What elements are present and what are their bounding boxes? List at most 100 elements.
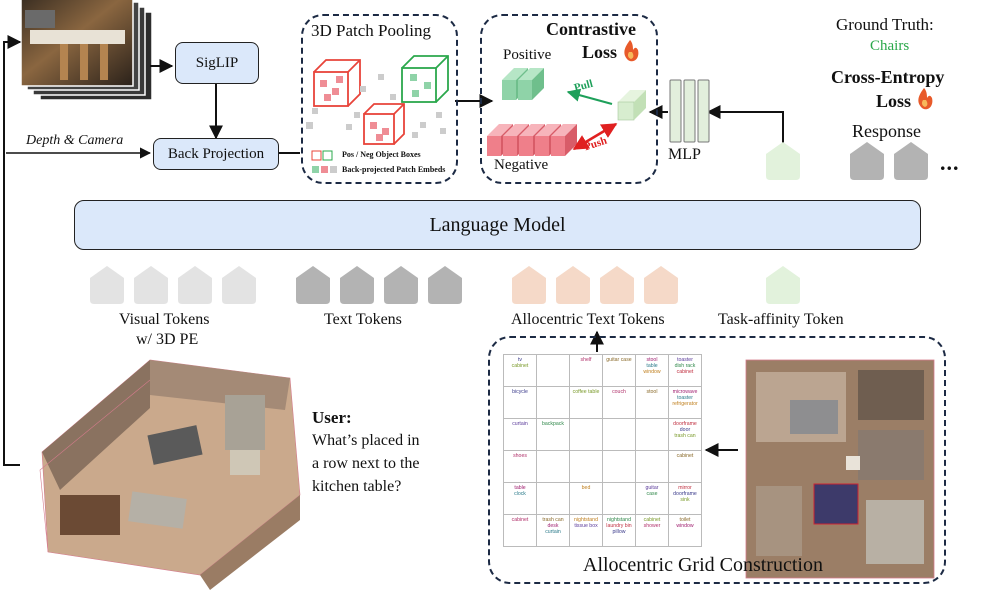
grid-cell: stool: [636, 387, 669, 419]
grid-cell-item: stool: [646, 357, 658, 363]
allocentric-token: [512, 266, 546, 304]
siglip-label: SigLIP: [195, 55, 239, 71]
visual-tokens-label: Visual Tokens: [119, 311, 210, 328]
grid-cell: cabinet: [504, 515, 537, 547]
visual-token: [90, 266, 124, 304]
grid-cell: [537, 483, 570, 515]
grid-cell: curtain: [504, 419, 537, 451]
response-token: [894, 142, 928, 180]
room-topdown-map: [745, 359, 935, 579]
cross-entropy-title-1: Cross-Entropy: [831, 67, 945, 87]
grid-cell-item: cabinet: [676, 369, 694, 376]
pooling-boxes: [313, 55, 449, 145]
mlp-layers: [669, 79, 710, 143]
anchor-embedding: [617, 90, 646, 121]
grid-cell-item: toaster: [677, 357, 693, 363]
grid-cell-item: cabinet: [643, 517, 661, 523]
visual-tokens-label-2: w/ 3D PE: [136, 331, 199, 348]
input-image-stack: [20, 0, 153, 101]
grid-cell: [603, 419, 636, 451]
patch-pooling-panel: [301, 14, 458, 184]
contrastive-title-1: Contrastive: [546, 19, 636, 39]
grid-cell: [537, 355, 570, 387]
ground-truth-value: Chairs: [870, 38, 910, 54]
allocentric-tokens-label: Allocentric Text Tokens: [511, 311, 665, 328]
text-tokens-label: Text Tokens: [324, 311, 402, 328]
flame-icon: [918, 88, 933, 110]
allocentric-token: [556, 266, 590, 304]
language-model-bar: Language Model: [74, 200, 921, 250]
grid-cell-item: sink: [680, 497, 690, 504]
visual-token: [222, 266, 256, 304]
grid-cell-item: toaster: [677, 395, 693, 402]
response-label: Response: [852, 121, 921, 141]
grid-cell-item: laundry bin: [606, 523, 632, 530]
back-projection-box: Back Projection: [153, 138, 279, 170]
user-question-line-3: kitchen table?: [312, 478, 402, 495]
grid-cell-item: desk: [547, 523, 559, 530]
depth-camera-label: Depth & Camera: [26, 133, 124, 148]
grid-cell: bed: [570, 483, 603, 515]
grid-cell-item: trash can: [674, 433, 696, 440]
grid-cell-item: table: [514, 485, 526, 491]
room-3d-render: [39, 359, 301, 590]
grid-cell: coffee table: [570, 387, 603, 419]
grid-cell: [537, 387, 570, 419]
siglip-box: SigLIP: [175, 42, 259, 84]
patch-embeds-label: Back-projected Patch Embeds: [342, 165, 446, 174]
grid-cell: cabinet: [669, 451, 702, 483]
left-loop-arrow: [3, 35, 22, 466]
grid-cell-item: guitar: [645, 485, 659, 491]
text-token: [384, 266, 418, 304]
grid-cell-item: trash can: [542, 517, 564, 523]
patch-pooling-title: 3D Patch Pooling: [311, 21, 431, 40]
grid-cell-item: coffee table: [572, 389, 600, 395]
grid-cell: [570, 451, 603, 483]
grid-cell-item: doorframe: [673, 421, 697, 427]
text-token: [340, 266, 374, 304]
grid-cell: [603, 483, 636, 515]
text-token: [296, 266, 330, 304]
grid-cell-item: doorframe: [673, 491, 697, 498]
pull-arrow: [566, 88, 613, 106]
contrastive-loss-panel: [480, 14, 658, 184]
response-ellipsis: ...: [940, 150, 960, 175]
grid-cell-item: bicycle: [512, 389, 528, 395]
grid-cell-item: clock: [514, 491, 526, 498]
grid-cell-item: tissue box: [574, 523, 598, 530]
positive-embeddings: [502, 68, 544, 100]
grid-cell-item: cabinet: [676, 453, 694, 459]
task-affinity-label: Task-affinity Token: [718, 311, 844, 328]
contrastive-title-2: Loss: [582, 42, 618, 62]
grid-cell: backpack: [537, 419, 570, 451]
grid-cell-item: nightstand: [607, 517, 631, 523]
mlp-label: MLP: [668, 146, 701, 163]
push-arrow: [572, 122, 618, 151]
grid-cell-item: tv: [517, 357, 523, 363]
grid-cell-item: window: [676, 523, 694, 530]
pos-neg-boxes-label: Pos / Neg Object Boxes: [342, 150, 421, 159]
grid-cell-item: bed: [581, 485, 591, 491]
grid-cell-item: table: [646, 363, 658, 370]
grid-cell-item: dish rack: [674, 363, 696, 370]
grid-cell: shoes: [504, 451, 537, 483]
grid-cell: couch: [603, 387, 636, 419]
grid-cell-item: couch: [612, 389, 626, 395]
task-affinity-token-output: [766, 142, 800, 180]
back-projection-label: Back Projection: [167, 146, 265, 162]
negative-label: Negative: [494, 157, 549, 173]
grid-cell: [636, 451, 669, 483]
cross-entropy-title-2: Loss: [876, 91, 912, 111]
grid-cell-item: shoes: [513, 453, 527, 459]
grid-cell: [537, 451, 570, 483]
